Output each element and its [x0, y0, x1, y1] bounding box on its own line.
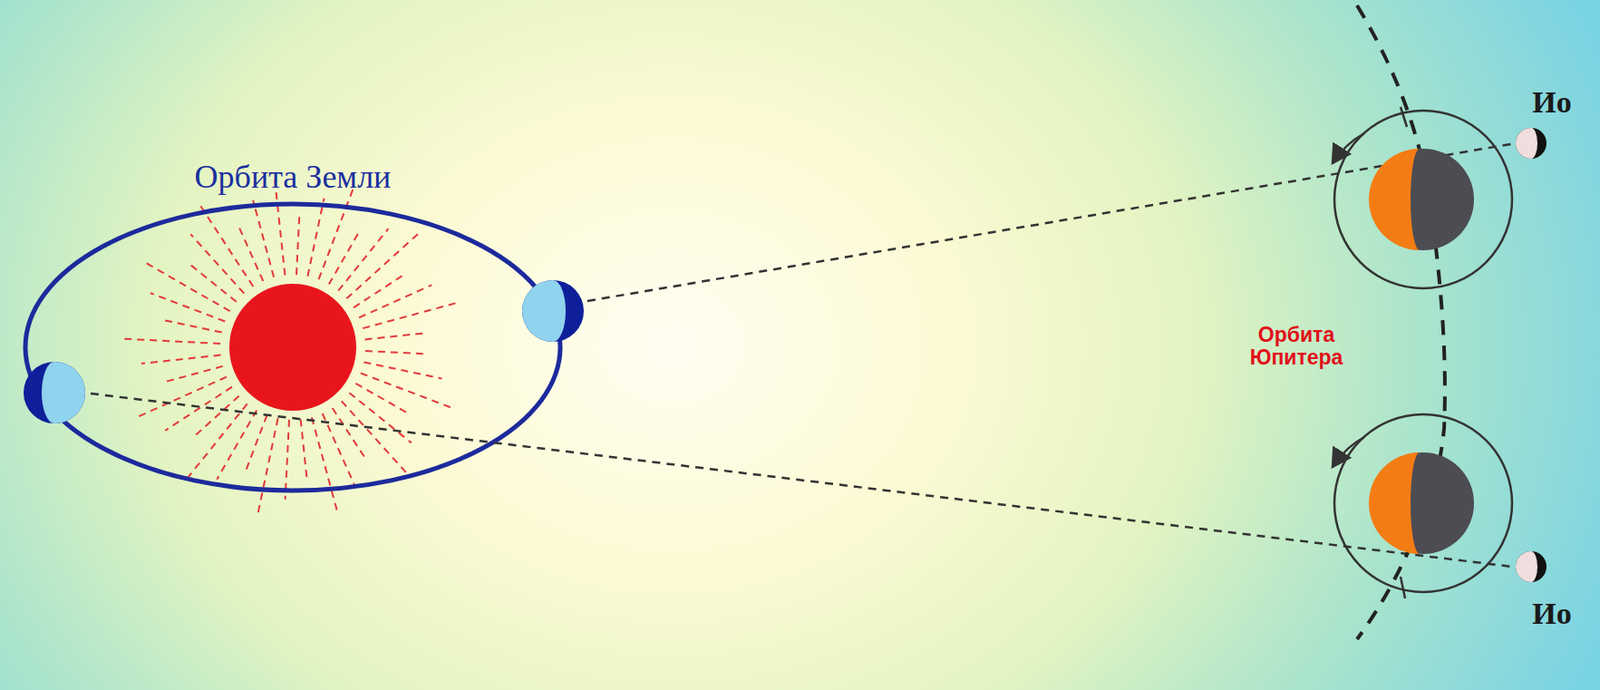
- orbit-arrow: [1332, 133, 1365, 164]
- sun-ray: [353, 272, 408, 308]
- sun-ray: [141, 355, 222, 364]
- sun-ray: [349, 392, 412, 443]
- sun-ray: [159, 319, 223, 332]
- earth: [23, 361, 86, 424]
- sun-ray: [124, 339, 221, 344]
- tick: [1400, 576, 1406, 599]
- orbit-label: Орбита Земли: [194, 159, 392, 196]
- io: [1515, 551, 1547, 582]
- sun-ray: [216, 409, 257, 479]
- sun-ray: [329, 229, 361, 285]
- sun-ray: [307, 198, 324, 277]
- sun-ray: [296, 211, 301, 275]
- sun-ray: [138, 377, 227, 417]
- sun-ray: [311, 416, 338, 510]
- sun-ray: [338, 228, 388, 291]
- sun-ray: [252, 200, 274, 278]
- sun-ray: [365, 332, 429, 340]
- sun-ray: [192, 396, 240, 439]
- sight-line: [90, 393, 1513, 567]
- earth: [522, 280, 584, 342]
- sun-ray: [362, 302, 456, 329]
- sun-ray: [300, 419, 308, 484]
- sun-ray: [360, 373, 451, 408]
- moon-label: Ио: [1532, 85, 1571, 119]
- tick: [1400, 106, 1407, 127]
- sun-ray: [332, 407, 368, 462]
- sun-ray: [237, 223, 264, 282]
- io-orbit: [1334, 110, 1513, 289]
- orbit-label: Орбита Юпитера: [1241, 323, 1351, 370]
- earth-orbit: [25, 203, 561, 491]
- sun-ray: [150, 292, 225, 321]
- sun-ray: [200, 205, 253, 287]
- sun-rays: [124, 179, 456, 513]
- sun-ray: [355, 383, 411, 416]
- sun-ray: [190, 233, 244, 293]
- io-orbit: [1334, 414, 1513, 592]
- moon-label: Ио: [1532, 596, 1571, 631]
- sun-ray: [365, 350, 429, 355]
- jupiter: [1368, 148, 1474, 251]
- sun-ray: [358, 284, 432, 318]
- orbit-arrow: [1332, 436, 1365, 467]
- sight-line: [587, 143, 1516, 301]
- sun-ray: [146, 262, 231, 311]
- sun-ray: [285, 419, 290, 500]
- sun: [229, 283, 357, 411]
- sun-ray: [186, 261, 237, 302]
- io: [1515, 127, 1547, 159]
- sun-ray: [341, 400, 407, 473]
- sun-ray: [346, 233, 418, 299]
- jupiter: [1368, 452, 1474, 554]
- sun-ray: [363, 361, 442, 379]
- sun-ray: [161, 366, 224, 383]
